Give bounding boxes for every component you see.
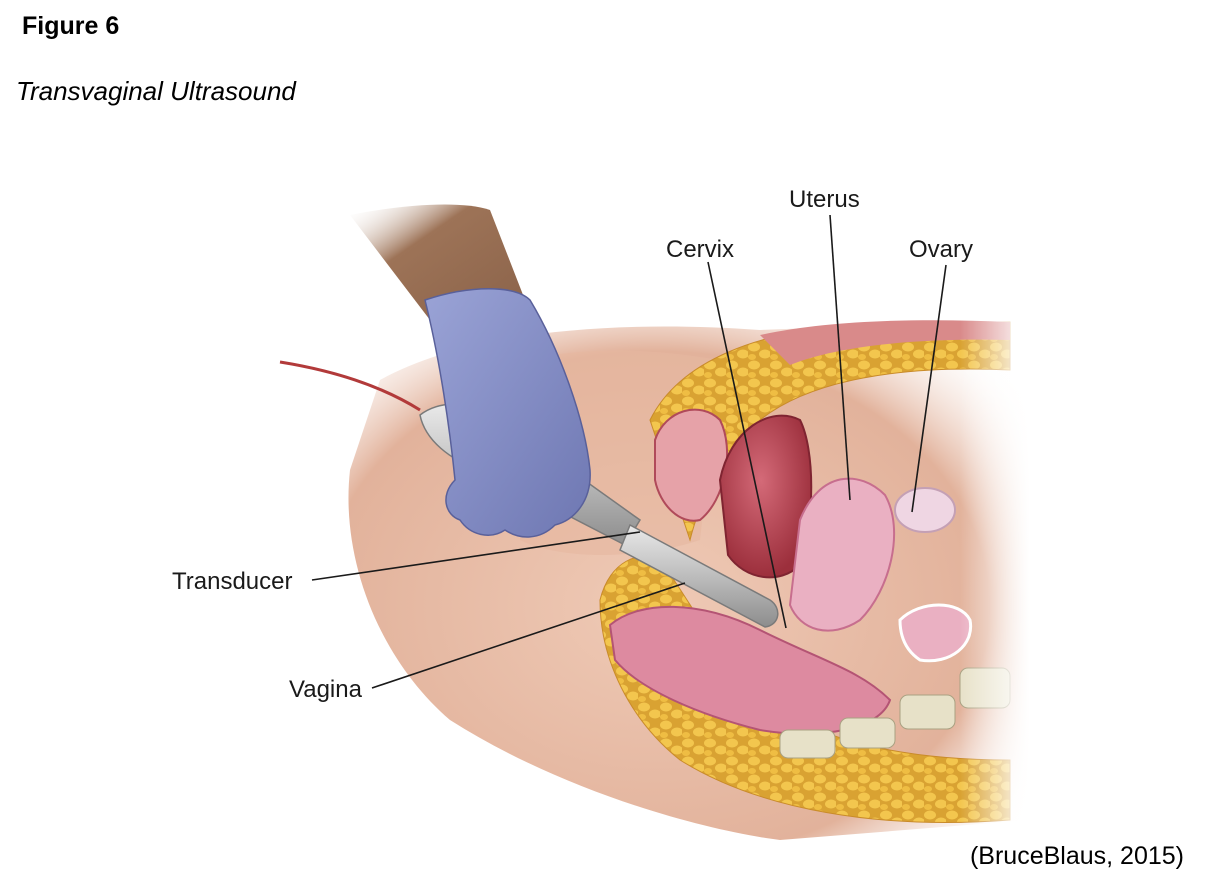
- uterus-label: Uterus: [789, 186, 860, 213]
- vagina-label: Vagina: [289, 676, 363, 703]
- ovary-label: Ovary: [909, 236, 973, 263]
- transducer-leader: [311, 531, 641, 581]
- transducer-label: Transducer: [172, 568, 293, 595]
- ovary: [894, 487, 956, 533]
- pelvic-cross-section: [599, 320, 1011, 823]
- uterus-leader: [829, 214, 851, 501]
- vagina-leader: [371, 582, 686, 689]
- rectum: [608, 605, 892, 735]
- uterine-cavity: [718, 414, 813, 579]
- cervix-leader: [707, 261, 787, 629]
- image-credit: (BruceBlaus, 2015): [969, 842, 1184, 870]
- probe-cable: [279, 360, 421, 412]
- uterus: [788, 477, 896, 632]
- figure-label: Figure 6: [22, 12, 120, 40]
- cervix-label: Cervix: [666, 236, 734, 263]
- gloved-hand: [424, 288, 591, 538]
- figure-title: Transvaginal Ultrasound: [16, 76, 296, 106]
- ovary-leader: [911, 264, 947, 513]
